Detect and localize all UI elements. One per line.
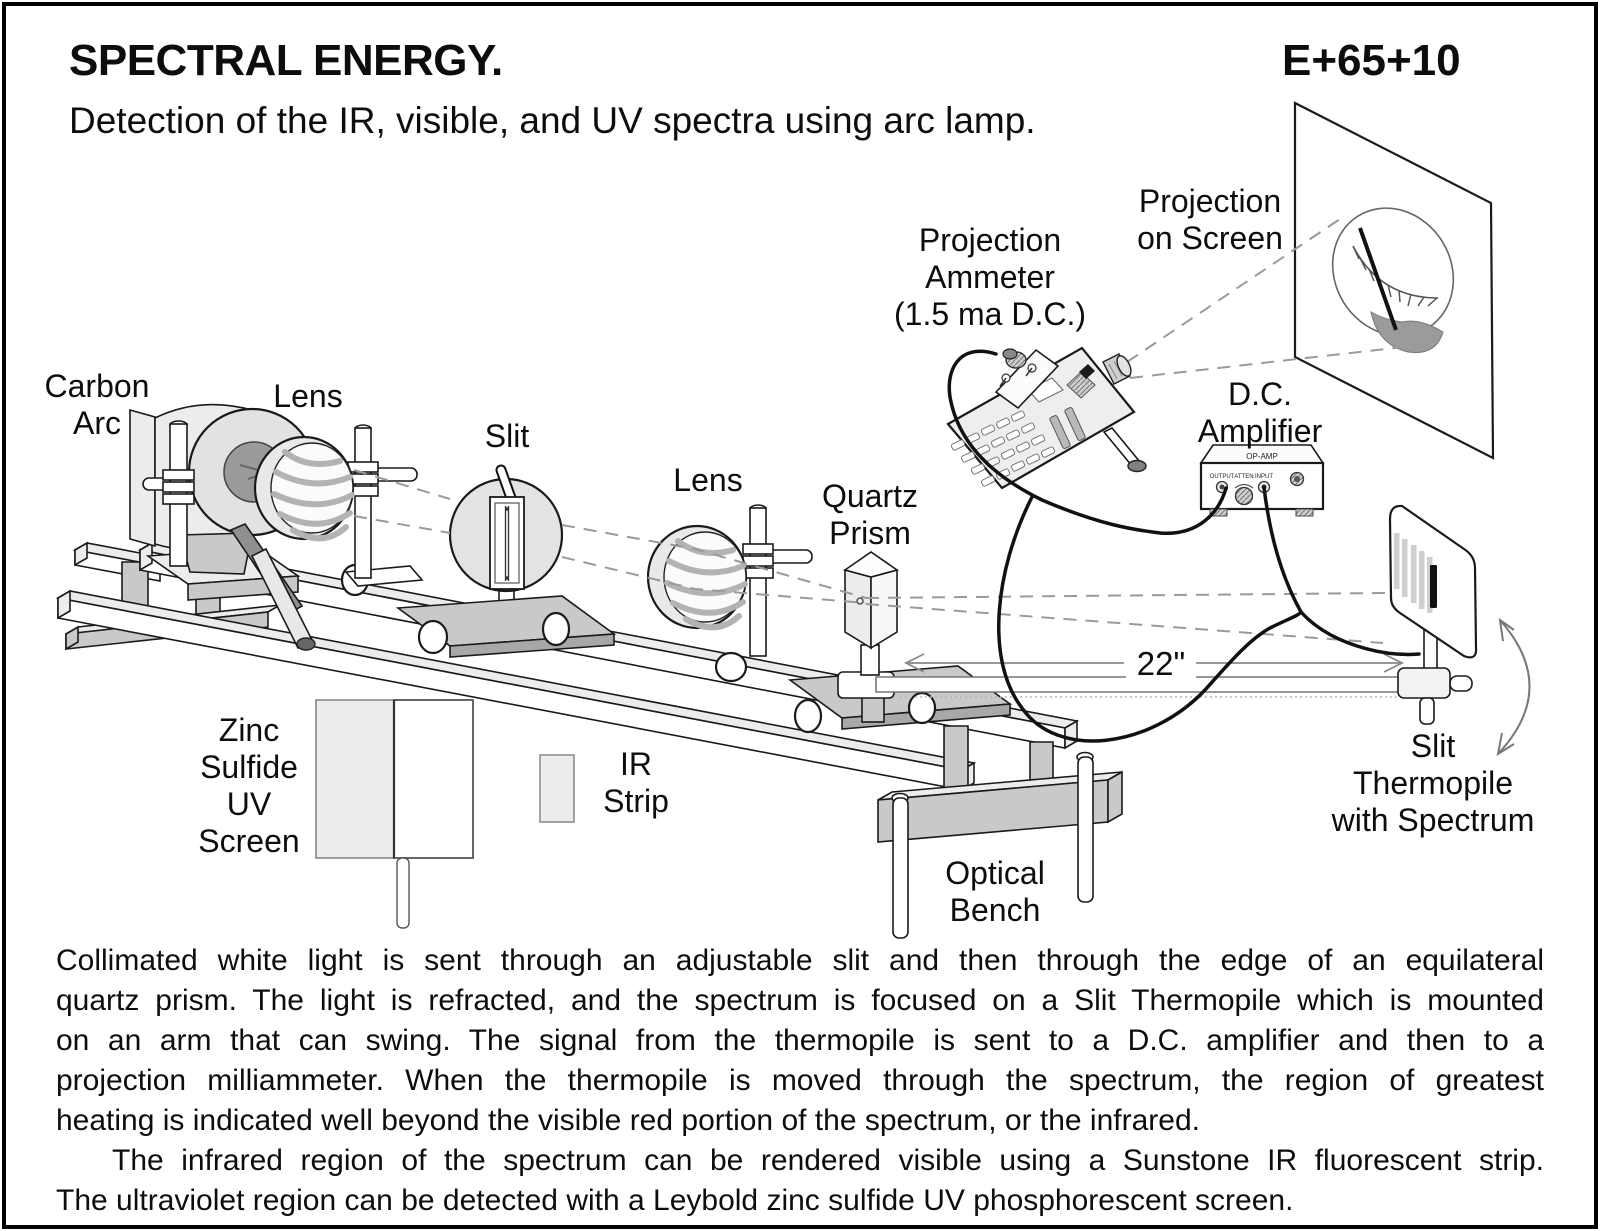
description-line: The ultraviolet region can be detected w… — [56, 1184, 1294, 1217]
projector-rays — [1126, 218, 1413, 379]
swing-arrow — [1496, 617, 1531, 757]
description-line: Collimated white light is sent through a… — [56, 944, 1544, 977]
description-text: Collimated white light is sent through a… — [56, 941, 1544, 1221]
slit-thermopile — [1388, 504, 1478, 659]
atten-knob-label: ATTEN — [1234, 474, 1253, 480]
projector-keypad — [950, 410, 1056, 487]
page-title: SPECTRAL ENERGY. — [69, 36, 503, 85]
atten-knob — [1234, 486, 1254, 506]
adjustable-slit — [395, 464, 617, 658]
amplifier-model-label: OP-AMP — [1246, 452, 1278, 461]
label-dc-amplifier: D.C.Amplifier — [1197, 376, 1323, 449]
label-lens-2: Lens — [673, 462, 743, 498]
collimating-lens — [253, 424, 424, 597]
light-rays — [353, 469, 867, 604]
meter-needle — [1358, 227, 1398, 331]
output-jack-label: OUTPUT — [1210, 474, 1235, 480]
input-jack-label: INPUT — [1255, 474, 1273, 480]
document-code: E+65+10 — [1282, 36, 1461, 85]
thermopile-slit-mark — [1430, 565, 1437, 608]
zinc-sulfide-uv-screen — [315, 699, 474, 929]
signal-cables — [947, 349, 1421, 743]
projection-ammeter — [946, 346, 1147, 490]
page-subtitle: Detection of the IR, visible, and UV spe… — [69, 100, 1036, 141]
dc-amplifier-unit: OP-AMP OUTPUT ATTEN INPUT — [1199, 444, 1325, 517]
description-line: heating is indicated well beyond the vis… — [56, 1104, 1200, 1137]
focusing-lens — [646, 504, 813, 683]
description-line: quartz prism. The light is refracted, an… — [56, 984, 1544, 1017]
projector-lens — [1102, 353, 1131, 385]
projected-meter — [1331, 207, 1455, 354]
ir-strip — [539, 754, 575, 823]
label-lens-1: Lens — [273, 378, 343, 414]
label-slit: Slit — [484, 418, 530, 454]
quartz-prism — [843, 551, 899, 650]
description-line: The infrared region of the spectrum can … — [112, 1144, 1544, 1177]
spectrum-stripes — [1394, 533, 1433, 613]
description-line: projection milliammeter. When the thermo… — [56, 1064, 1544, 1097]
label-distance-22in: 22" — [1126, 645, 1196, 683]
description-line: on an arm that can swing. The signal fro… — [56, 1024, 1544, 1057]
